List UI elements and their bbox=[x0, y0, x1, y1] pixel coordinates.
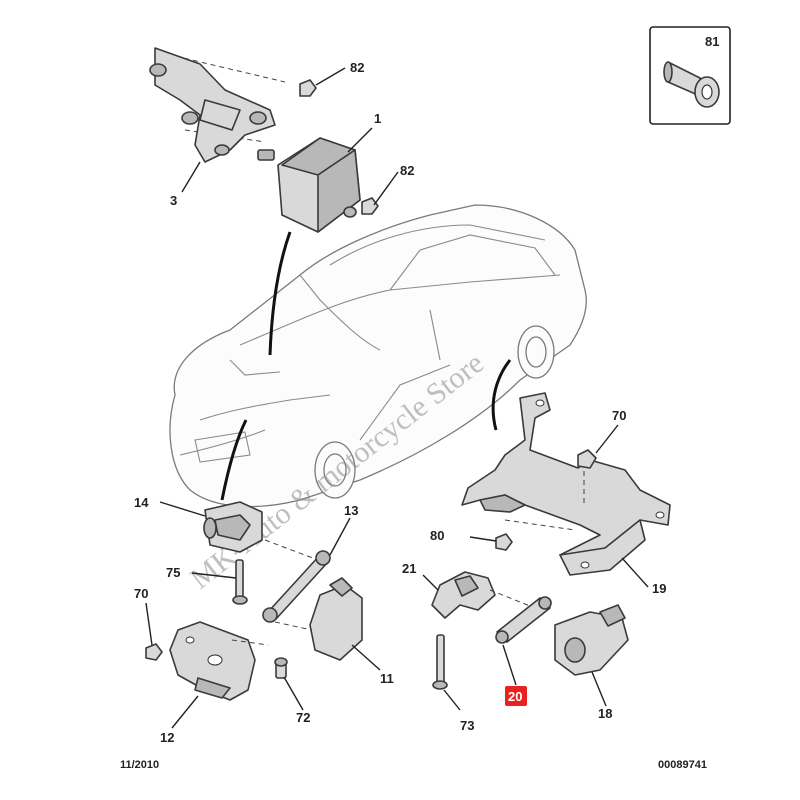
nut-80 bbox=[495, 533, 513, 551]
label-75: 75 bbox=[166, 565, 180, 580]
label-1: 1 bbox=[374, 111, 381, 126]
label-18: 18 bbox=[598, 706, 612, 721]
bracket-part-19 bbox=[461, 392, 671, 576]
nut-70-right bbox=[577, 449, 597, 469]
bracket-part-12 bbox=[169, 621, 269, 701]
sensor-part-21 bbox=[431, 571, 541, 619]
connection-wires bbox=[220, 231, 512, 501]
rivet-nut-81 bbox=[663, 61, 720, 108]
highlight-box-20 bbox=[505, 686, 527, 706]
nut-70-left bbox=[145, 643, 163, 661]
label-19: 19 bbox=[652, 581, 666, 596]
label-80: 80 bbox=[430, 528, 444, 543]
label-21: 21 bbox=[402, 561, 416, 576]
label-72: 72 bbox=[296, 710, 310, 725]
leader-lines bbox=[145, 67, 649, 729]
bolt-part-72 bbox=[274, 657, 288, 679]
bolt-part-75 bbox=[232, 559, 248, 605]
bracket-part-3 bbox=[149, 47, 286, 163]
bolt-part-73 bbox=[432, 634, 448, 690]
nut-82-top bbox=[299, 79, 317, 97]
label-13: 13 bbox=[344, 503, 358, 518]
nut-82-right bbox=[361, 197, 379, 215]
link-part-20 bbox=[495, 596, 552, 644]
label-20: 20 bbox=[508, 689, 522, 704]
sensor-part-11 bbox=[274, 577, 363, 661]
footer-ref: 00089741 bbox=[658, 759, 707, 771]
sensor-part-14 bbox=[203, 501, 263, 553]
label-70-right: 70 bbox=[612, 408, 626, 423]
sensor-part-18 bbox=[554, 604, 629, 676]
label-3: 3 bbox=[170, 193, 177, 208]
label-82-top: 82 bbox=[350, 60, 364, 75]
link-rod-part-13 bbox=[262, 539, 331, 623]
car-outline bbox=[169, 204, 587, 508]
control-module-part-1 bbox=[257, 137, 361, 233]
label-73: 73 bbox=[460, 718, 474, 733]
label-11: 11 bbox=[380, 671, 394, 686]
label-82-right: 82 bbox=[400, 163, 414, 178]
label-70-left: 70 bbox=[134, 586, 148, 601]
footer-date: 11/2010 bbox=[120, 759, 159, 771]
highlight-part-20: 20 bbox=[505, 686, 527, 706]
label-14: 14 bbox=[134, 495, 149, 510]
label-81: 81 bbox=[705, 34, 719, 49]
label-12: 12 bbox=[160, 730, 174, 745]
inset-box-81: 81 bbox=[649, 26, 731, 125]
